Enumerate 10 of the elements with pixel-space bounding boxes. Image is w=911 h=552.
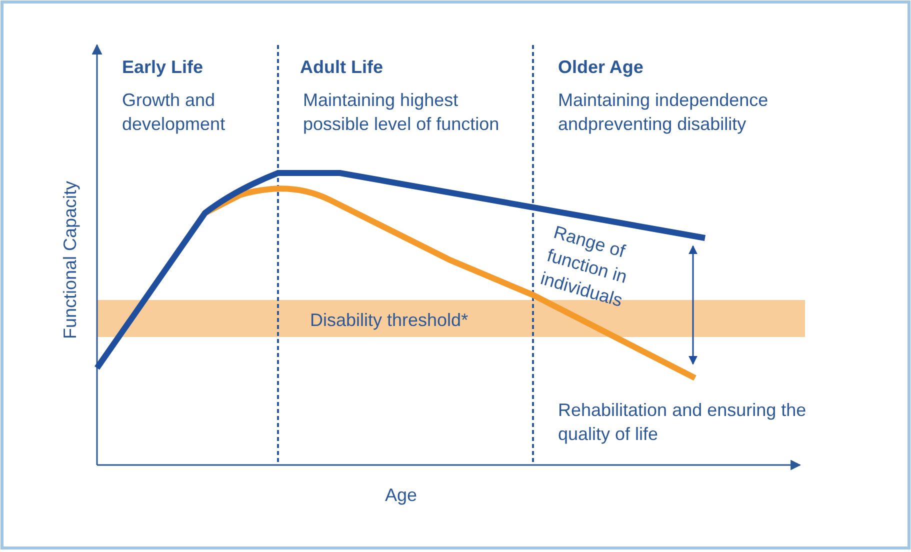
stage-heading: Early Life [122,56,204,79]
stage-heading: Adult Life [300,56,383,79]
stage-description: Rehabilitation and ensuring the quality of life [558,399,808,446]
stage-description: Maintaining independence andpreventing disability [558,89,770,136]
axis-title: Functional Capacity [59,180,81,342]
stage-heading: Older Age [558,56,644,79]
band-label: Disability threshold* [310,309,468,332]
stage-description: Growth and development [122,89,226,136]
axis-title: Age [385,484,418,507]
stage-description: Maintaining highest possible level of function [303,89,500,136]
